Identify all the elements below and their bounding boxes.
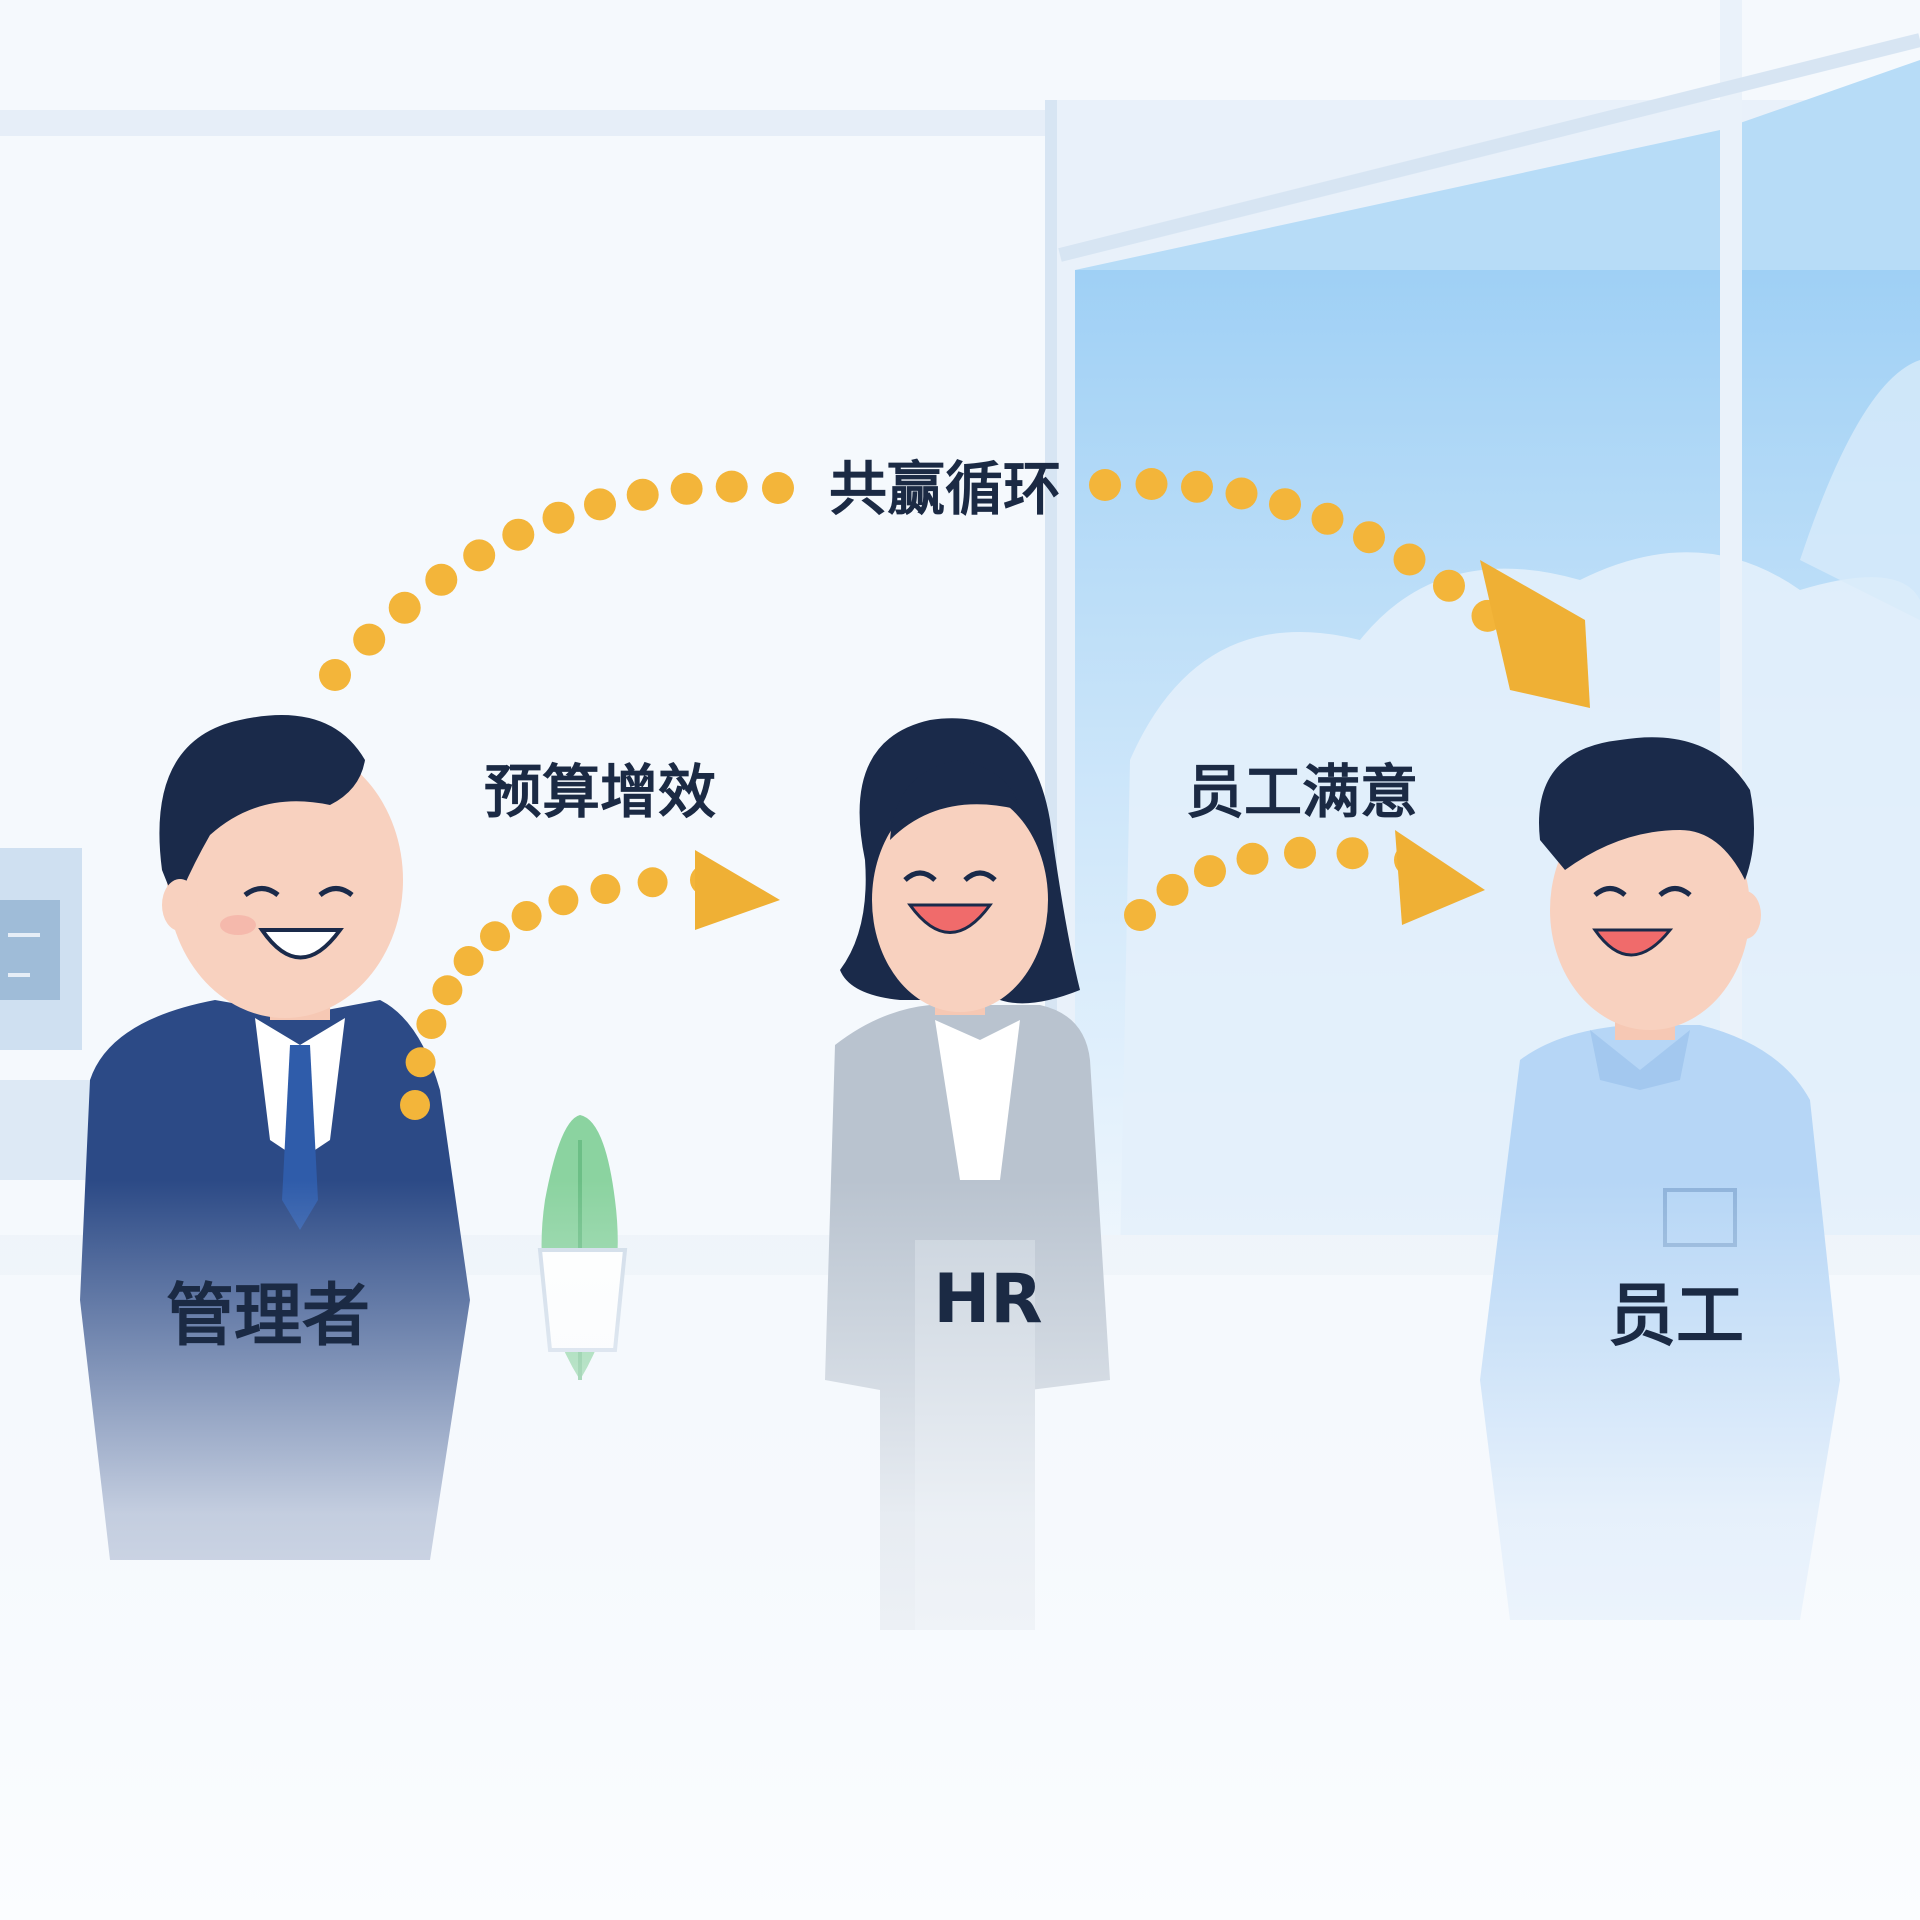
right-arc-dot xyxy=(1336,837,1369,870)
top-arc-left-dot xyxy=(542,501,575,534)
arrowhead-left xyxy=(695,850,780,930)
top-arc-right-dot xyxy=(1089,469,1121,501)
top-arc-right-dot xyxy=(1135,468,1168,500)
label-manager: 管理者 xyxy=(165,1277,371,1356)
left-arc-dot xyxy=(453,946,484,976)
left-arc-dot xyxy=(637,867,668,898)
left-arc-dot xyxy=(511,901,542,931)
left-arc-dot xyxy=(416,1009,447,1039)
right-arc-dot xyxy=(1284,836,1316,869)
top-arc-right-dot xyxy=(1433,569,1465,602)
top-arc-right-dot xyxy=(1353,521,1385,554)
left-arc-dot xyxy=(432,975,463,1006)
label-employee-satisfaction: 员工满意 xyxy=(1185,758,1419,826)
top-arc-right-dot xyxy=(1393,543,1426,576)
top-arc-left-dot xyxy=(626,478,659,511)
floor-fade xyxy=(0,1180,1920,1920)
left-arc-dot xyxy=(405,1047,436,1078)
right-arc-dot xyxy=(1236,842,1269,875)
top-arc-left-dot xyxy=(425,563,458,596)
top-arc-left-dot xyxy=(715,470,748,503)
top-arc-left-dot xyxy=(762,472,794,504)
arrowhead-top xyxy=(1480,560,1590,708)
top-arc-left-dot xyxy=(670,472,703,505)
top-arc-right-dot xyxy=(1269,488,1301,521)
top-arc-left-dot xyxy=(463,539,496,572)
top-arc-left-dot xyxy=(353,623,386,656)
label-win-win-cycle: 共赢循环 xyxy=(828,455,1062,523)
top-arc-left-dot xyxy=(319,659,351,691)
right-arc-dot xyxy=(1194,855,1226,888)
label-budget-efficiency: 预算增效 xyxy=(483,758,717,826)
label-hr: HR xyxy=(933,1260,1043,1339)
top-arc-left-dot xyxy=(584,488,616,521)
top-arc-left-dot xyxy=(502,518,535,551)
arrowhead-right xyxy=(1395,830,1485,925)
right-arc-dot xyxy=(1156,873,1189,906)
right-arc-dot xyxy=(1124,899,1156,931)
label-employee: 员工 xyxy=(1607,1277,1745,1356)
left-arc-dot xyxy=(590,874,621,904)
left-arc-dot xyxy=(548,885,579,916)
top-arc-right-dot xyxy=(1225,477,1258,510)
left-arc-dot xyxy=(480,921,510,952)
left-arc-dot xyxy=(400,1090,430,1120)
top-arc-right-dot xyxy=(1311,502,1344,535)
top-arc-left-dot xyxy=(388,591,421,624)
flow-dots xyxy=(319,468,1541,1120)
top-arc-right-dot xyxy=(1181,470,1213,503)
